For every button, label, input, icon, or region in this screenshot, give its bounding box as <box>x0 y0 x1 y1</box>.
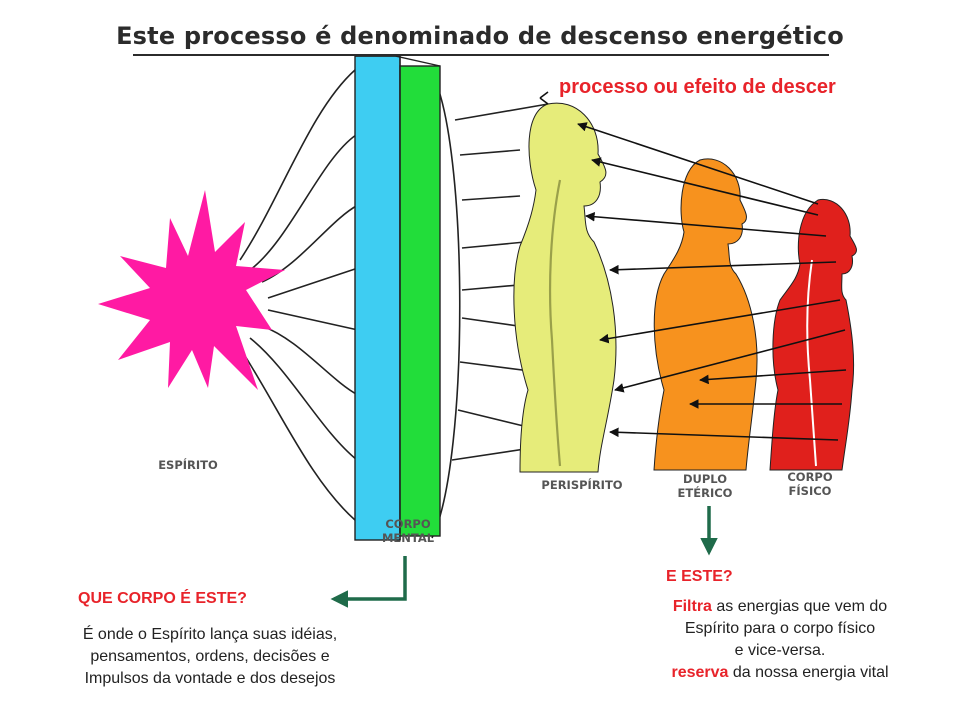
line-text: as energias que vem do <box>711 598 888 615</box>
descent-definition: processo ou efeito de descer <box>559 76 836 98</box>
mental-description: É onde o Espírito lança suas idéias, pen… <box>20 624 400 690</box>
mental-pointer-arrow <box>330 556 407 608</box>
perispirit-body-silhouette <box>513 102 617 473</box>
title-underline <box>133 54 829 56</box>
physical-body-silhouette <box>769 198 857 471</box>
highlight-filtra: Filtra <box>672 598 712 615</box>
line-text: da nossa energia vital <box>728 664 889 681</box>
etheric-body-silhouette <box>653 158 758 471</box>
descent-arrows <box>539 91 847 441</box>
label-corpo-fisico: CORPO FÍSICO <box>787 470 833 498</box>
duplo-description-line: reserva da nossa energia vital <box>590 662 960 684</box>
duplo-description: Filtra as energias que vem do Espírito p… <box>590 596 960 684</box>
mental-body-disc <box>354 55 461 541</box>
label-duplo-eterico: DUPLO ETÉRICO <box>677 472 733 500</box>
spirit-to-mental-connectors <box>239 69 359 521</box>
spirit-star <box>98 190 285 390</box>
duplo-description-line: Espírito para o corpo físico <box>684 620 876 637</box>
physical-spine <box>806 259 817 467</box>
duplo-description-line: e vice-versa. <box>734 642 826 659</box>
page-title: Este processo é denominado de descenso e… <box>116 22 844 50</box>
duplo-description-line: Filtra as energias que vem do <box>590 596 960 618</box>
mental-description-line: Impulsos da vontade e dos desejos <box>84 670 336 687</box>
label-corpo-mental: CORPO MENTAL <box>381 517 435 545</box>
question-mental-heading: QUE CORPO É ESTE? <box>78 590 247 607</box>
perispirit-spine <box>548 179 562 467</box>
label-perispirito: PERISPÍRITO <box>541 478 623 492</box>
label-espirito: ESPÍRITO <box>158 458 218 472</box>
mental-description-line: É onde o Espírito lança suas idéias, <box>82 626 338 643</box>
highlight-reserva: reserva <box>671 664 729 681</box>
question-duplo-heading: E ESTE? <box>666 568 733 585</box>
mental-description-line: pensamentos, ordens, decisões e <box>90 648 330 665</box>
